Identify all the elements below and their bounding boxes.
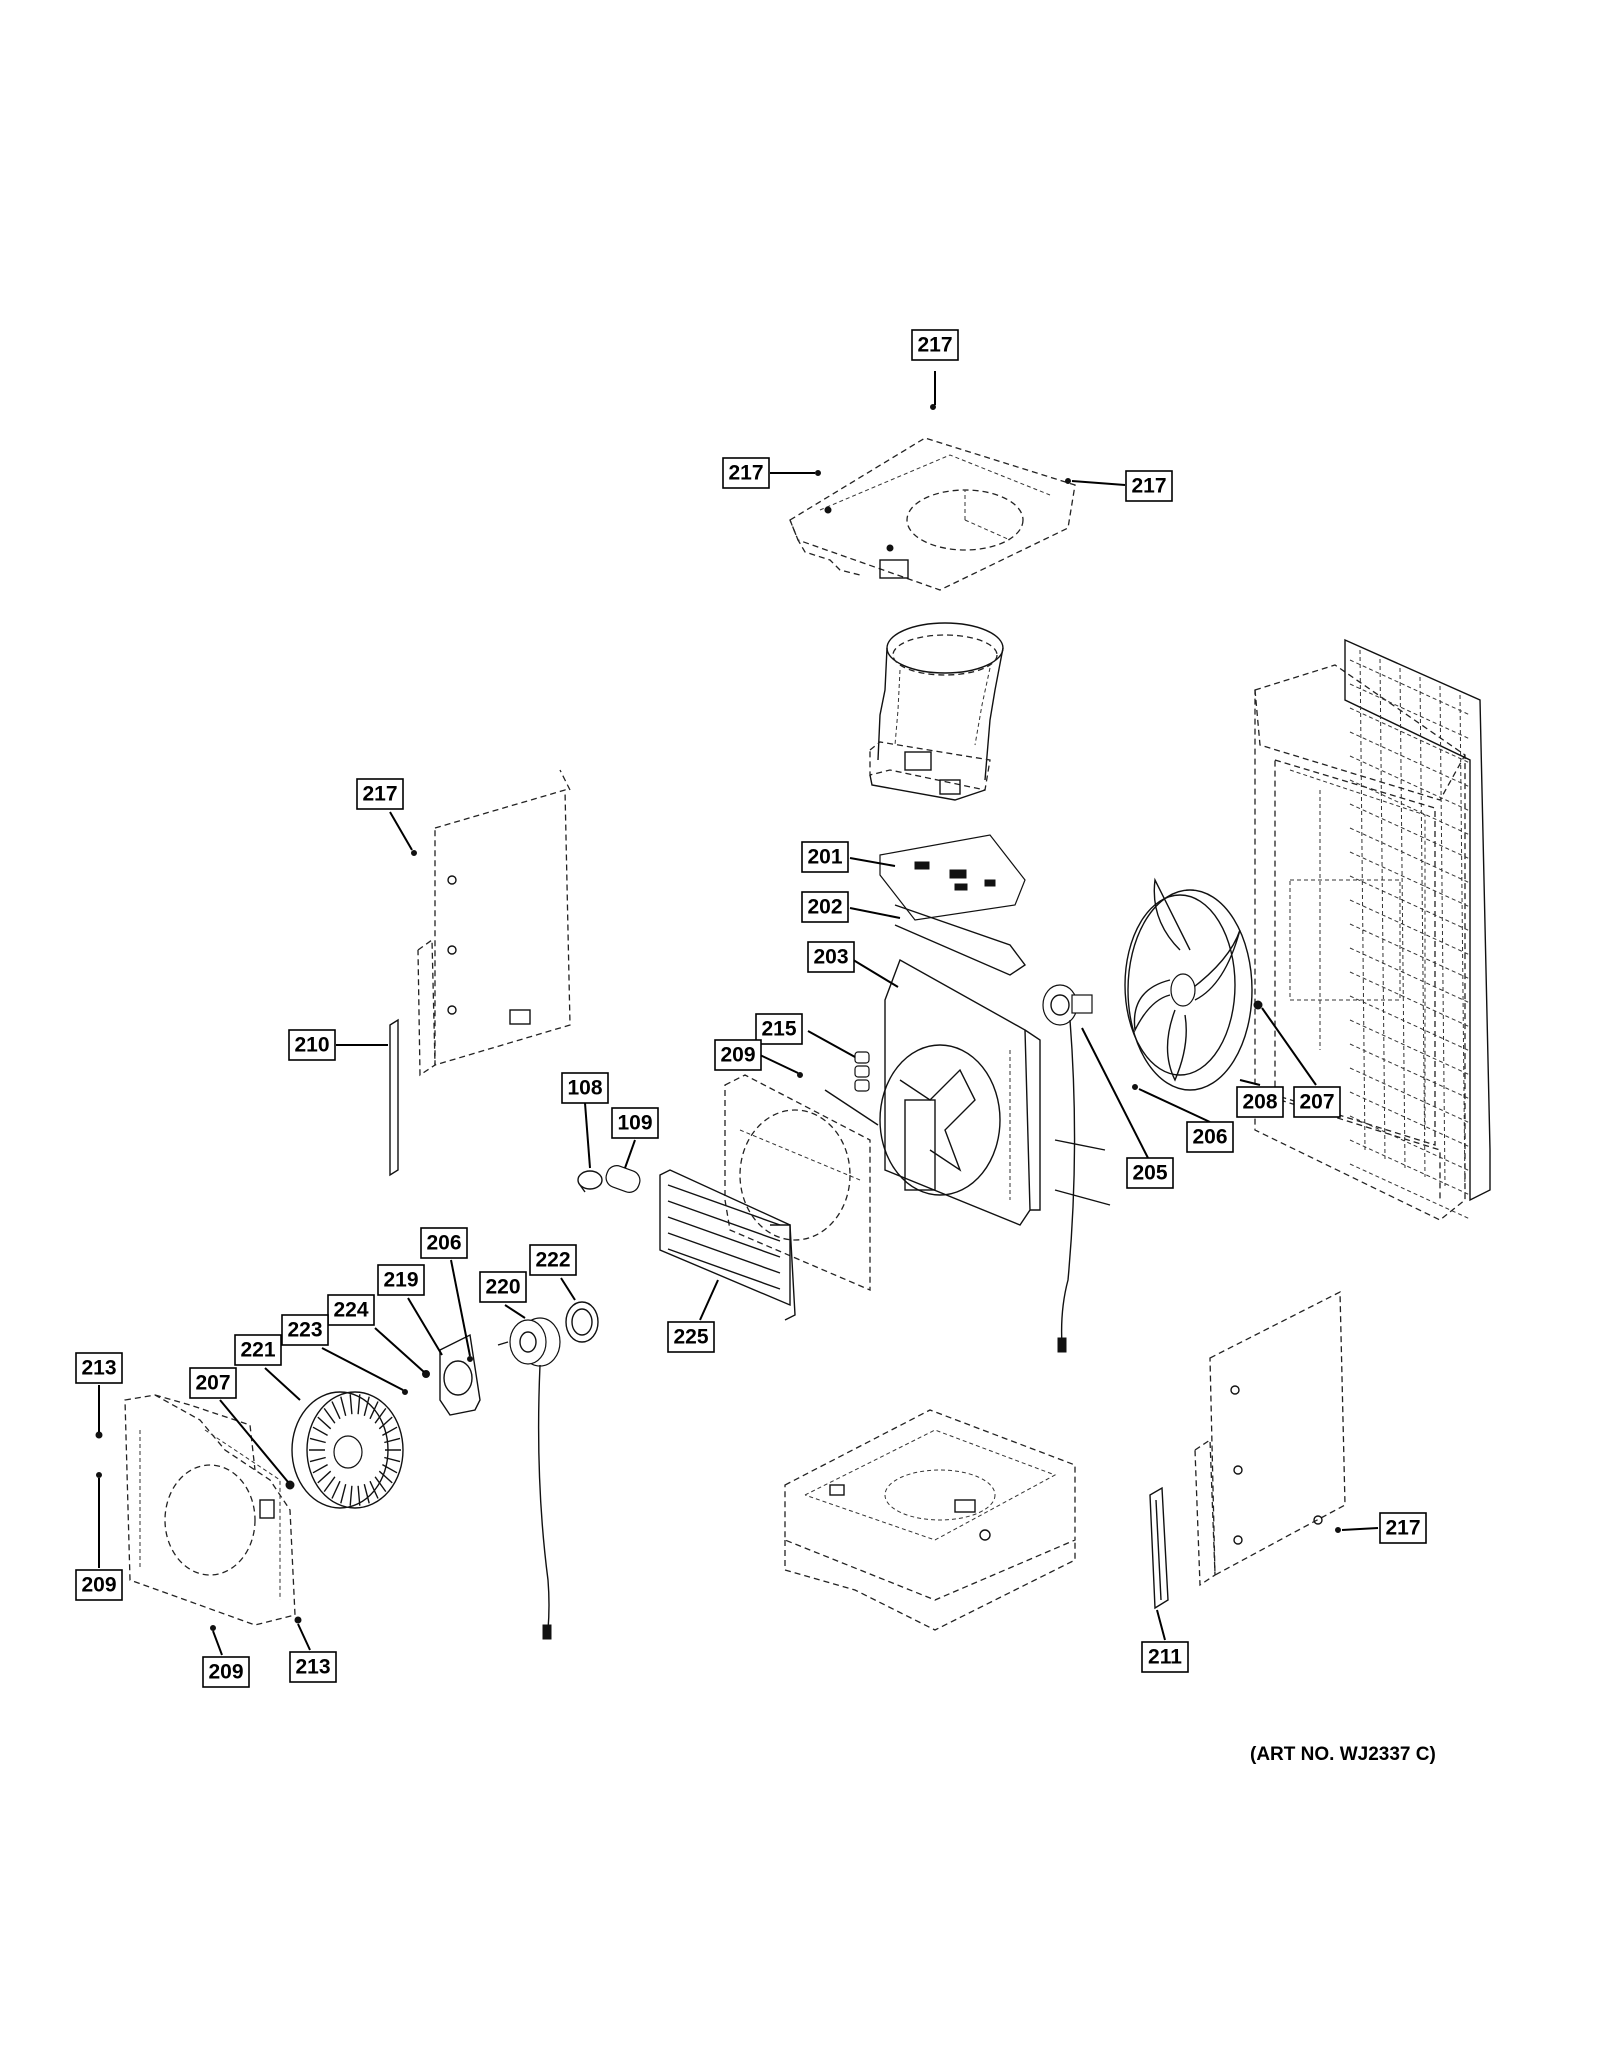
svg-text:201: 201	[807, 846, 842, 869]
svg-text:202: 202	[807, 896, 842, 919]
callout-213[interactable]: 213	[289, 1651, 337, 1683]
barrier-panel	[724, 1074, 871, 1291]
blower-housing	[124, 1394, 296, 1626]
cabinet-frame-and-grille	[1254, 638, 1491, 1221]
svg-text:210: 210	[294, 1034, 329, 1057]
condenser-grille	[1344, 638, 1491, 1220]
svg-text:217: 217	[917, 334, 952, 357]
callout-207[interactable]: 207	[1293, 1086, 1341, 1118]
svg-text:223: 223	[287, 1319, 322, 1342]
control-panel-201	[879, 834, 1026, 921]
callout-210[interactable]: 210	[288, 1029, 336, 1061]
air-duct-assembly	[869, 622, 1004, 801]
motor-bracket-219	[439, 1333, 481, 1416]
evaporator-coil-225	[659, 1169, 796, 1321]
callout-208[interactable]: 208	[1236, 1086, 1284, 1118]
side-panel-right	[1194, 1290, 1346, 1587]
svg-text:224: 224	[333, 1299, 368, 1322]
side-panel-left	[417, 769, 571, 1077]
top-cover-panel	[789, 437, 1076, 591]
svg-text:207: 207	[1299, 1091, 1334, 1114]
callout-223[interactable]: 223	[281, 1314, 329, 1346]
capacitor-clamp-108	[577, 1170, 603, 1193]
callout-217[interactable]: 217	[911, 329, 959, 361]
callout-201[interactable]: 201	[801, 841, 849, 873]
callout-207[interactable]: 207	[189, 1367, 237, 1399]
svg-text:215: 215	[761, 1018, 796, 1041]
side-bracket-211	[1149, 1486, 1169, 1610]
callout-202[interactable]: 202	[801, 891, 849, 923]
callouts: 217 217 217 217 201 202 203 215 209 210 …	[75, 329, 1427, 1688]
svg-text:217: 217	[1385, 1517, 1420, 1540]
svg-text:217: 217	[1131, 475, 1166, 498]
leader-lines	[98, 371, 1379, 1656]
fan-shroud-203	[879, 958, 1041, 1226]
svg-text:209: 209	[208, 1661, 243, 1684]
art-number-label: (ART NO. WJ2337 C)	[1250, 1744, 1436, 1765]
callout-215[interactable]: 215	[755, 1013, 803, 1045]
svg-text:220: 220	[485, 1276, 520, 1299]
svg-text:205: 205	[1132, 1162, 1167, 1185]
svg-text:217: 217	[728, 462, 763, 485]
callout-109[interactable]: 109	[611, 1107, 659, 1139]
callout-209[interactable]: 209	[714, 1039, 762, 1071]
capacitor-109	[605, 1165, 641, 1193]
callout-213[interactable]: 213	[75, 1352, 123, 1384]
svg-text:206: 206	[1192, 1126, 1227, 1149]
fan-blade-208	[1124, 877, 1253, 1091]
svg-text:209: 209	[720, 1044, 755, 1067]
callout-209[interactable]: 209	[75, 1569, 123, 1601]
svg-text:207: 207	[195, 1372, 230, 1395]
callout-224[interactable]: 224	[327, 1294, 375, 1326]
base-pan	[784, 1409, 1076, 1631]
callout-108[interactable]: 108	[561, 1072, 609, 1104]
blower-wheel-221	[291, 1391, 404, 1509]
fasteners	[95, 404, 1341, 1631]
svg-text:108: 108	[567, 1077, 602, 1100]
svg-text:219: 219	[383, 1269, 418, 1292]
slinger-ring-222	[565, 1301, 599, 1343]
callout-209[interactable]: 209	[202, 1656, 250, 1688]
callout-203[interactable]: 203	[807, 941, 855, 973]
fan-motor-205	[1042, 984, 1111, 1353]
callout-206[interactable]: 206	[1186, 1121, 1234, 1153]
callout-217[interactable]: 217	[722, 457, 770, 489]
svg-text:109: 109	[617, 1112, 652, 1135]
callout-217[interactable]: 217	[1125, 470, 1173, 502]
svg-text:209: 209	[81, 1574, 116, 1597]
svg-text:221: 221	[240, 1339, 275, 1362]
blower-motor-220	[497, 1317, 561, 1640]
svg-text:203: 203	[813, 946, 848, 969]
callout-222[interactable]: 222	[529, 1244, 577, 1276]
callout-225[interactable]: 225	[667, 1321, 715, 1353]
svg-text:217: 217	[362, 783, 397, 806]
svg-text:206: 206	[426, 1232, 461, 1255]
callout-220[interactable]: 220	[479, 1271, 527, 1303]
svg-text:222: 222	[535, 1249, 570, 1272]
callout-217[interactable]: 217	[1379, 1512, 1427, 1544]
svg-text:225: 225	[673, 1326, 708, 1349]
callout-205[interactable]: 205	[1126, 1157, 1174, 1189]
callout-217[interactable]: 217	[356, 778, 404, 810]
svg-text:213: 213	[295, 1656, 330, 1679]
svg-text:208: 208	[1242, 1091, 1277, 1114]
callout-211[interactable]: 211	[1141, 1641, 1189, 1673]
callout-219[interactable]: 219	[377, 1264, 425, 1296]
side-bracket-210	[389, 1018, 399, 1177]
callout-221[interactable]: 221	[234, 1334, 282, 1366]
svg-text:211: 211	[1148, 1646, 1182, 1669]
control-bracket-202	[894, 904, 1027, 976]
spring-215	[854, 1051, 870, 1092]
svg-text:213: 213	[81, 1357, 116, 1380]
callout-206[interactable]: 206	[420, 1227, 468, 1259]
